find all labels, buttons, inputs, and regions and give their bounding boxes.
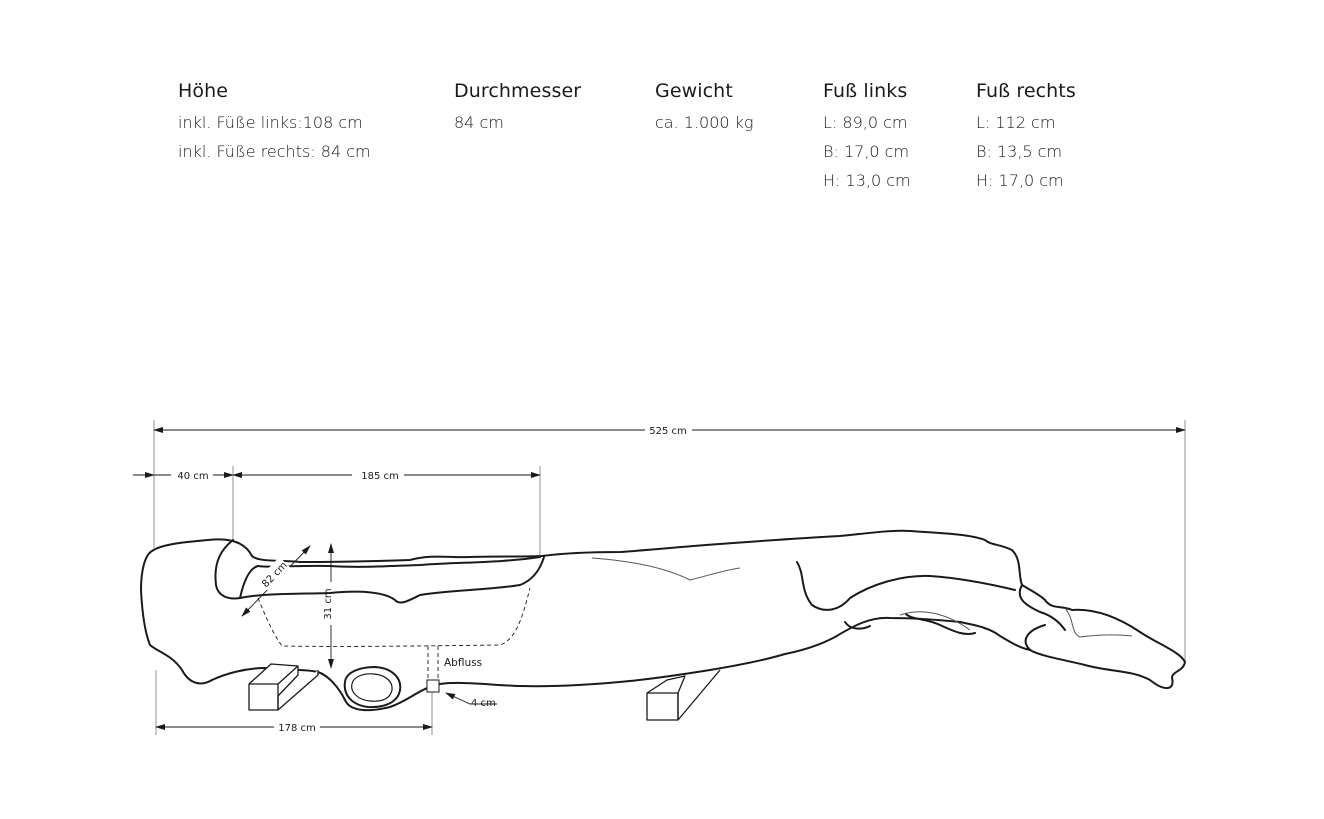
spec-heading: Durchmesser bbox=[454, 80, 582, 102]
spec-value: B: 13,5 cm bbox=[976, 142, 1063, 161]
spec-value: L: 89,0 cm bbox=[823, 113, 908, 132]
dimension-offset-left: 40 cm bbox=[133, 471, 234, 482]
spec-diameter: Durchmesser 84 cm bbox=[454, 79, 581, 137]
grain-lines bbox=[591, 557, 1133, 638]
spec-value: L: 112 cm bbox=[976, 113, 1056, 132]
drain-label: Abfluss bbox=[444, 657, 482, 669]
foot-left bbox=[248, 663, 319, 711]
dim-label: 40 cm bbox=[177, 471, 208, 482]
spec-foot-right: Fuß rechts L: 112 cm B: 13,5 cm H: 17,0 … bbox=[976, 79, 1076, 195]
dimension-basin-depth: 31 cm bbox=[323, 543, 334, 669]
spec-value: inkl. Füße rechts: 84 cm bbox=[178, 142, 371, 161]
spec-heading: Fuß rechts bbox=[976, 80, 1076, 102]
foot-right bbox=[646, 669, 721, 721]
spec-heading: Höhe bbox=[178, 80, 229, 102]
spec-heading: Gewicht bbox=[655, 80, 733, 102]
dim-label: 4 cm bbox=[471, 698, 496, 709]
spec-value: H: 13,0 cm bbox=[823, 171, 911, 190]
spec-value: B: 17,0 cm bbox=[823, 142, 910, 161]
spec-value: H: 17,0 cm bbox=[976, 171, 1064, 190]
basin-hidden-lines bbox=[257, 587, 531, 686]
spec-value: ca. 1.000 kg bbox=[655, 113, 754, 132]
extension-lines bbox=[153, 420, 1186, 735]
spec-foot-left: Fuß links L: 89,0 cm B: 17,0 cm H: 13,0 … bbox=[823, 79, 911, 195]
dim-label: 185 cm bbox=[361, 471, 399, 482]
drain-pipe bbox=[426, 679, 440, 693]
dimension-drain-diameter: 4 cm bbox=[445, 692, 497, 709]
dim-label: 525 cm bbox=[649, 426, 687, 437]
dimension-basin-length: 185 cm bbox=[232, 471, 541, 482]
drain-recess bbox=[343, 665, 402, 709]
spec-height: Höhe inkl. Füße links:108 cm inkl. Füße … bbox=[178, 79, 371, 166]
dim-label: 31 cm bbox=[323, 588, 334, 619]
dimension-drain-distance: 178 cm bbox=[155, 723, 433, 734]
dimension-total-length: 525 cm bbox=[153, 426, 1186, 437]
spec-value: inkl. Füße links:108 cm bbox=[178, 113, 363, 132]
dim-label: 178 cm bbox=[278, 723, 316, 734]
spec-value: 84 cm bbox=[454, 113, 504, 132]
spec-heading: Fuß links bbox=[823, 80, 908, 102]
spec-weight: Gewicht ca. 1.000 kg bbox=[655, 79, 754, 137]
